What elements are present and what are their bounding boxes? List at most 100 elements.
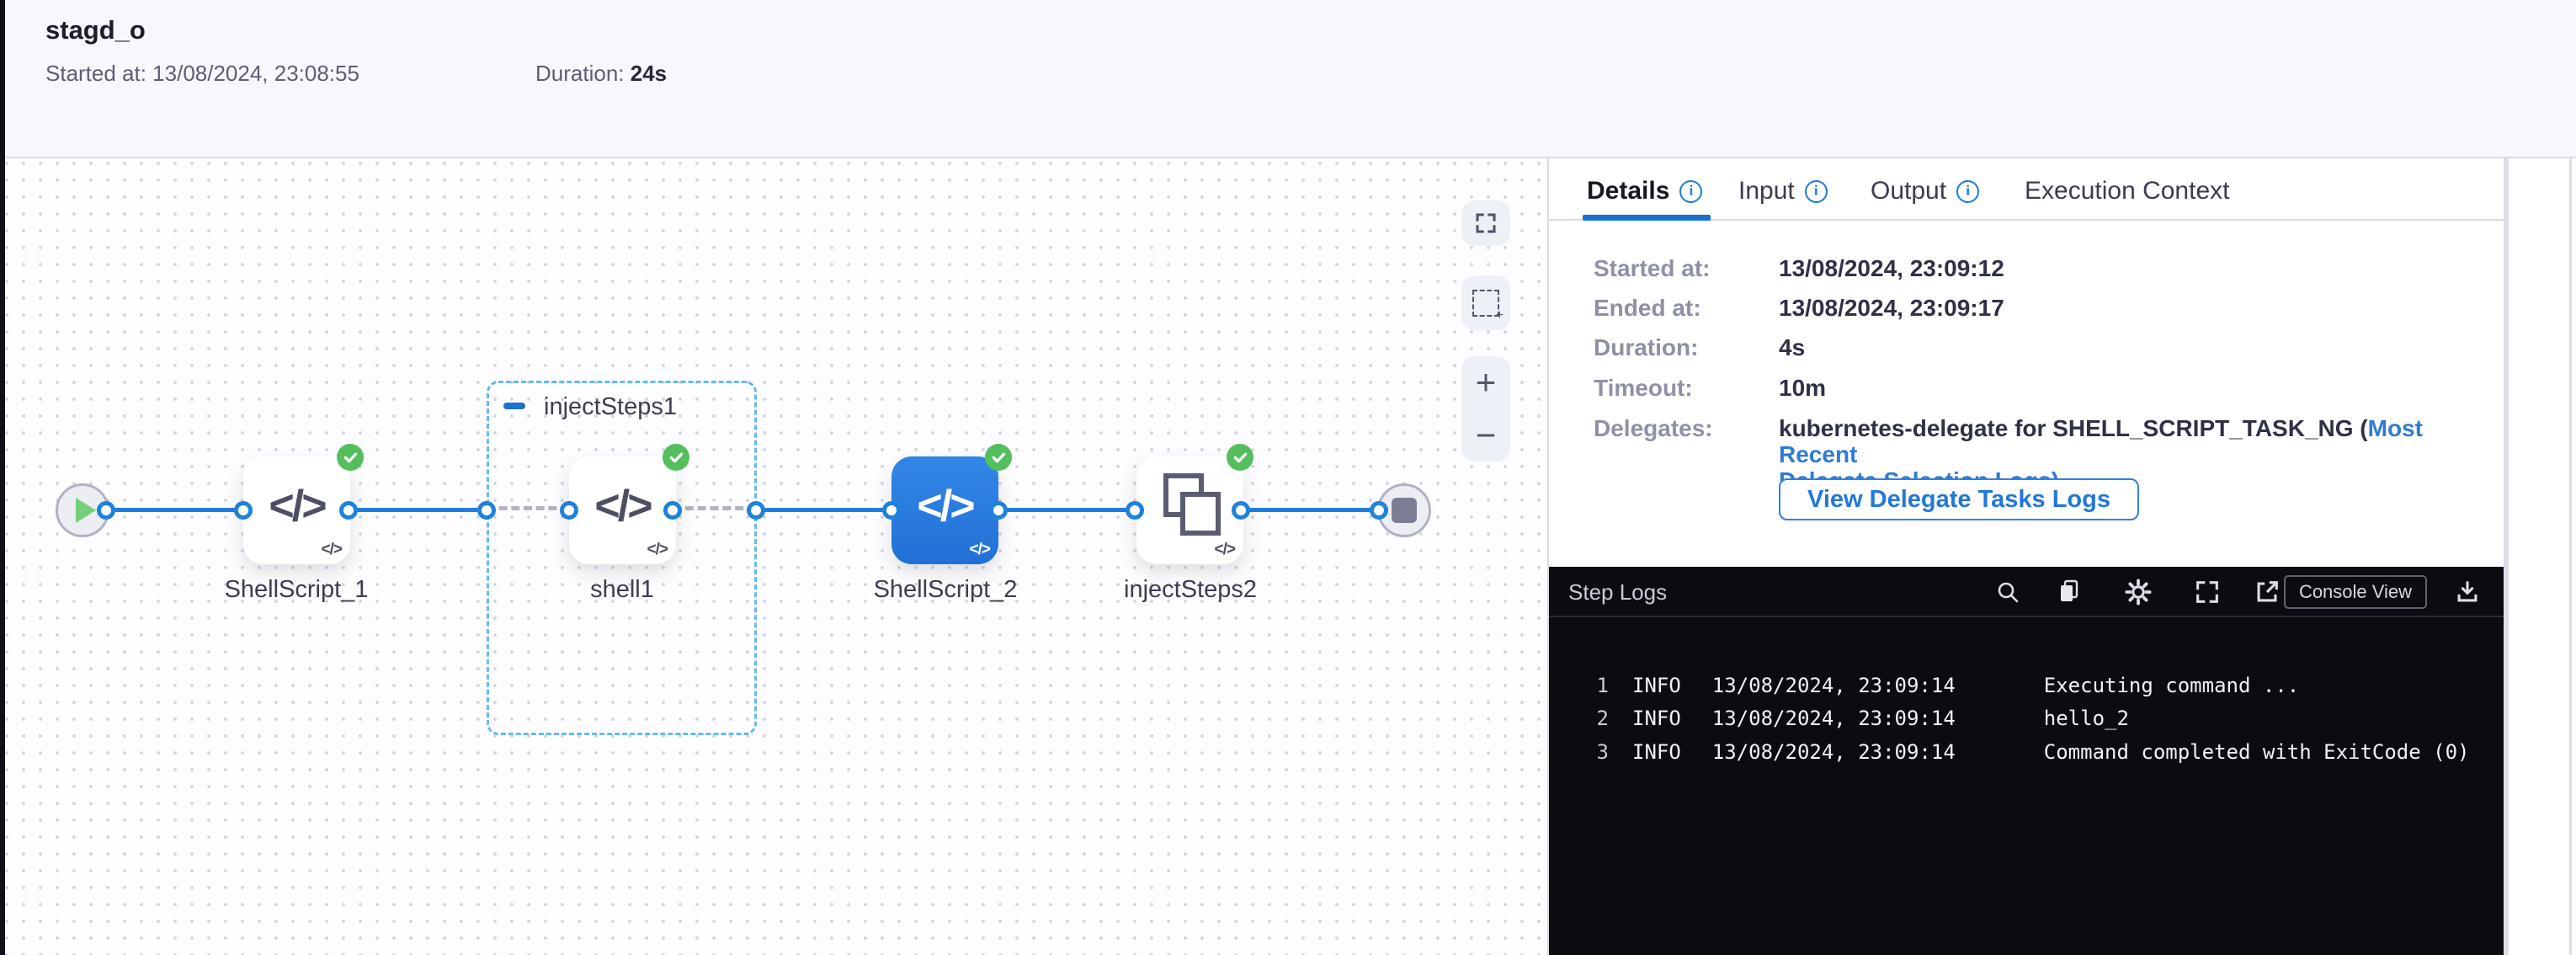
check-icon <box>992 452 1006 463</box>
check-icon <box>669 452 684 463</box>
log-level: INFO <box>1632 674 1681 697</box>
detail-value: 13/08/2024, 23:09:12 <box>1779 255 2004 281</box>
right-edge-line <box>2569 158 2572 955</box>
fit-to-screen-button[interactable] <box>1461 200 1510 246</box>
connector-port <box>747 501 765 520</box>
code-icon: </> <box>269 481 327 531</box>
play-icon <box>76 498 96 523</box>
info-icon[interactable]: i <box>1956 179 1980 203</box>
log-line: 2 INFO 13/08/2024, 23:09:14 hello_2 <box>1549 707 2504 740</box>
edge-group-to-shellscript2 <box>756 508 891 512</box>
connector-port <box>560 501 578 520</box>
shell-script-type-icon: </> <box>1214 541 1237 558</box>
code-icon: </> <box>594 481 652 531</box>
info-icon[interactable]: i <box>1679 179 1703 203</box>
step-logs-header: Step Logs Console View <box>1549 567 2504 617</box>
connector-port <box>663 501 682 520</box>
delegates-label: Delegates: <box>1594 415 1713 441</box>
connector-port <box>1370 501 1388 520</box>
log-timestamp: 13/08/2024, 23:09:14 <box>1711 707 1956 730</box>
download-logs-icon[interactable] <box>2453 578 2482 606</box>
collapse-group-icon[interactable] <box>503 403 525 409</box>
step-node-shell1[interactable]: </> </> <box>569 456 676 564</box>
log-message: hello_2 <box>2043 707 2129 730</box>
step-label: ShellScript_2 <box>873 576 1018 603</box>
delegate-selection-logs-link[interactable]: Most Recent <box>1779 415 2423 467</box>
step-group-copy-icon <box>1160 473 1221 536</box>
detail-label: Ended at: <box>1594 295 1701 321</box>
connector-port <box>882 501 901 520</box>
tab-output[interactable]: Output i <box>1871 173 1980 210</box>
log-line: 1 INFO 13/08/2024, 23:09:14 Executing comma… <box>1549 674 2504 707</box>
details-tabbar: Details i Input i Output i Execution Con… <box>1549 158 2504 221</box>
view-delegate-tasks-logs-button[interactable]: View Delegate Tasks Logs <box>1779 478 2139 520</box>
check-icon <box>1233 452 1248 463</box>
detail-label: Started at: <box>1594 255 1711 281</box>
shell-script-type-icon: </> <box>969 541 992 558</box>
step-label: ShellScript_1 <box>224 576 369 603</box>
fullscreen-icon <box>1476 213 1496 233</box>
stop-icon <box>1392 498 1417 523</box>
step-label: injectSteps2 <box>1124 576 1257 603</box>
stage-title: stagd_o <box>45 15 146 45</box>
selection-rect-icon: + <box>1472 289 1504 323</box>
step-node-shellscript1[interactable]: </> </> <box>243 456 350 564</box>
status-success-badge <box>985 444 1012 471</box>
check-icon <box>343 452 358 463</box>
edge-dashed-group-to-shell1 <box>487 506 569 510</box>
right-gutter <box>2504 158 2576 955</box>
expand-logs-icon[interactable] <box>2193 578 2222 606</box>
delegate-name: kubernetes-delegate for SHELL_SCRIPT_TAS… <box>1779 415 2368 441</box>
console-view-button[interactable]: Console View <box>2284 575 2427 609</box>
detail-value: 13/08/2024, 23:09:17 <box>1779 295 2004 321</box>
log-line-number: 1 <box>1596 674 1609 697</box>
log-message: Executing command ... <box>2043 674 2300 697</box>
multi-select-button[interactable]: + <box>1461 275 1510 330</box>
log-level: INFO <box>1632 707 1681 730</box>
info-icon[interactable]: i <box>1804 179 1828 203</box>
zoom-out-button[interactable]: − <box>1475 414 1497 455</box>
connector-port <box>339 501 358 520</box>
connector-port <box>1126 501 1144 520</box>
edge-dashed-shell1-to-group <box>673 506 756 510</box>
log-timestamp: 13/08/2024, 23:09:14 <box>1711 674 1956 697</box>
shell-script-type-icon: </> <box>321 541 343 558</box>
open-in-new-tab-icon[interactable] <box>2253 578 2281 606</box>
edge-injectsteps2-to-end <box>1241 508 1379 512</box>
pipeline-graph-canvas[interactable]: injectSteps1 </> </> </> </> </> </> <box>5 160 1547 955</box>
tab-details[interactable]: Details i <box>1587 173 1703 210</box>
detail-label: Duration: <box>1594 334 1699 360</box>
left-edge-strip <box>0 0 5 955</box>
step-node-injectsteps2[interactable]: </> <box>1136 456 1243 564</box>
connector-port <box>97 501 115 520</box>
group-label[interactable]: injectSteps1 <box>544 393 677 420</box>
active-tab-underline <box>1583 215 1711 221</box>
edge-start-to-shellscript1 <box>106 508 243 512</box>
tab-input[interactable]: Input i <box>1738 173 1828 210</box>
step-group-injectSteps1[interactable] <box>487 381 757 735</box>
detail-label: Timeout: <box>1594 375 1693 401</box>
edge-shellscript1-to-group <box>349 508 487 512</box>
stage-duration: Duration: 24s <box>535 61 667 87</box>
status-success-badge <box>663 444 689 471</box>
step-label: shell1 <box>590 576 654 603</box>
shell-script-type-icon: </> <box>647 541 669 558</box>
log-line-number: 2 <box>1596 707 1609 730</box>
copy-logs-icon[interactable] <box>2056 578 2084 606</box>
log-level: INFO <box>1632 740 1681 764</box>
log-line-number: 3 <box>1596 740 1609 764</box>
connector-port <box>234 501 253 520</box>
step-details-panel: Details i Input i Output i Execution Con… <box>1549 158 2504 955</box>
detail-value: 10m <box>1779 375 1827 401</box>
connector-port <box>989 501 1008 520</box>
zoom-in-button[interactable]: + <box>1475 362 1497 403</box>
settings-gear-icon[interactable] <box>2124 578 2153 606</box>
step-node-shellscript2-selected[interactable]: </> </> <box>891 456 998 564</box>
edge-shellscript2-to-injectsteps2 <box>998 508 1135 512</box>
tab-execution-context[interactable]: Execution Context <box>2025 177 2230 205</box>
search-icon[interactable] <box>1993 578 2022 606</box>
log-timestamp: 13/08/2024, 23:09:14 <box>1711 740 1956 764</box>
detail-value: 4s <box>1779 334 1806 360</box>
